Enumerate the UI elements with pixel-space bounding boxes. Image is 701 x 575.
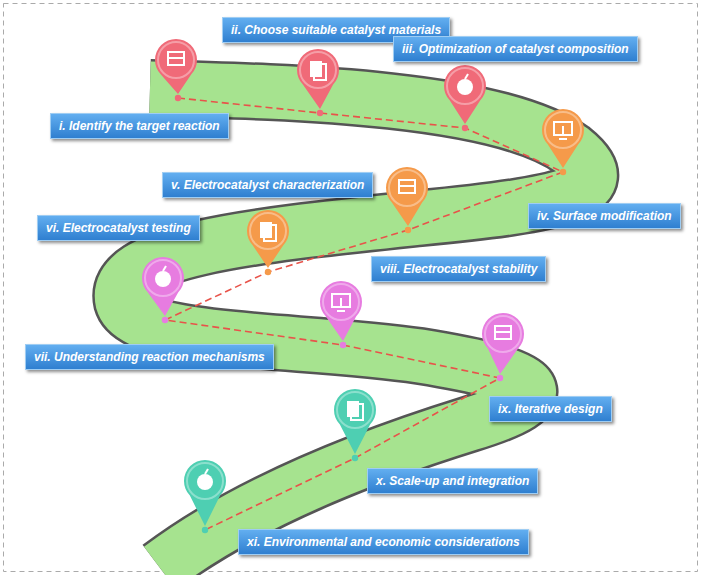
step-label: iii. Optimization of catalyst compositio…	[402, 42, 629, 56]
step-label-box: vii. Understanding reaction mechanisms	[25, 344, 274, 370]
route-dot	[352, 455, 358, 461]
route-dot	[560, 169, 566, 175]
route-dot	[265, 269, 271, 275]
pin-icon	[457, 79, 473, 95]
pin-marker	[482, 313, 524, 374]
pin-icon	[168, 52, 184, 65]
pin-sketch	[300, 52, 336, 88]
route-dot	[317, 110, 323, 116]
step-label-box: ix. Iterative design	[489, 396, 612, 422]
pin-icon	[337, 310, 345, 312]
pin-marker	[320, 281, 362, 341]
pin-sketch	[250, 213, 286, 249]
step-label: ii. Choose suitable catalyst materials	[231, 23, 441, 37]
step-label: i. Identify the target reaction	[59, 119, 220, 133]
road-edge	[121, 88, 590, 568]
step-label-box: iii. Optimization of catalyst compositio…	[393, 36, 638, 62]
route-dot	[497, 375, 503, 381]
pin-marker	[184, 460, 226, 526]
pin-icon	[399, 180, 415, 193]
pin-icon	[351, 404, 363, 420]
step-label: x. Scale-up and integration	[376, 474, 529, 488]
dashed-route	[165, 98, 563, 530]
pin-icon	[559, 138, 567, 140]
pin-icon	[399, 185, 415, 187]
route-dot	[405, 227, 411, 233]
pin-marker	[386, 167, 428, 226]
pin-sketch	[389, 170, 425, 206]
pin-marker	[142, 257, 184, 316]
pin-icon	[205, 469, 208, 474]
route-dot	[175, 95, 181, 101]
step-label-box: v. Electrocatalyst characterization	[162, 172, 373, 198]
frame	[4, 4, 698, 572]
route-dot	[162, 317, 168, 323]
step-label-box: x. Scale-up and integration	[367, 468, 538, 494]
step-label: vii. Understanding reaction mechanisms	[34, 350, 265, 364]
step-label-box: iv. Surface modification	[528, 203, 681, 229]
pin-icon	[495, 326, 511, 339]
pin-sketch	[145, 260, 181, 296]
pin-icon	[163, 266, 166, 271]
pin-sketch	[158, 42, 194, 78]
pin-icon	[264, 225, 276, 241]
pin-icon	[340, 298, 342, 306]
pin-sketch	[187, 463, 223, 499]
step-label-box: i. Identify the target reaction	[50, 113, 229, 139]
route-dot	[462, 125, 468, 131]
step-label-box: xi. Environmental and economic considera…	[238, 529, 529, 555]
pin-sketch	[485, 316, 521, 352]
pin-icon	[314, 64, 326, 80]
pin-sketch	[545, 112, 581, 148]
pin-marker	[444, 65, 486, 124]
pin-sketch	[337, 392, 373, 428]
step-label: iv. Surface modification	[537, 209, 672, 223]
step-label: xi. Environmental and economic considera…	[247, 535, 520, 549]
pin-icon	[465, 74, 468, 79]
road-surface	[121, 88, 590, 568]
step-label: vi. Electrocatalyst testing	[46, 221, 191, 235]
route-dot	[202, 527, 208, 533]
pin-icon	[332, 294, 350, 307]
pin-marker	[542, 109, 584, 168]
pin-icon	[155, 271, 171, 287]
route-dot	[340, 342, 346, 348]
pin-icon	[168, 57, 184, 59]
pin-marker	[155, 39, 197, 94]
pin-marker	[247, 210, 289, 268]
step-label-box: vi. Electrocatalyst testing	[37, 215, 200, 241]
pin-icon	[495, 331, 511, 333]
pin-sketch	[323, 284, 359, 320]
pin-icon	[562, 126, 564, 134]
pin-marker	[297, 49, 339, 109]
pin-icon	[197, 474, 213, 490]
pin-marker	[334, 389, 376, 454]
step-label: ix. Iterative design	[498, 402, 603, 416]
pin-sketch	[447, 68, 483, 104]
step-label: viii. Electrocatalyst stability	[380, 262, 537, 276]
pin-icon	[554, 122, 572, 135]
step-label: v. Electrocatalyst characterization	[171, 178, 364, 192]
step-label-box: viii. Electrocatalyst stability	[371, 256, 546, 282]
